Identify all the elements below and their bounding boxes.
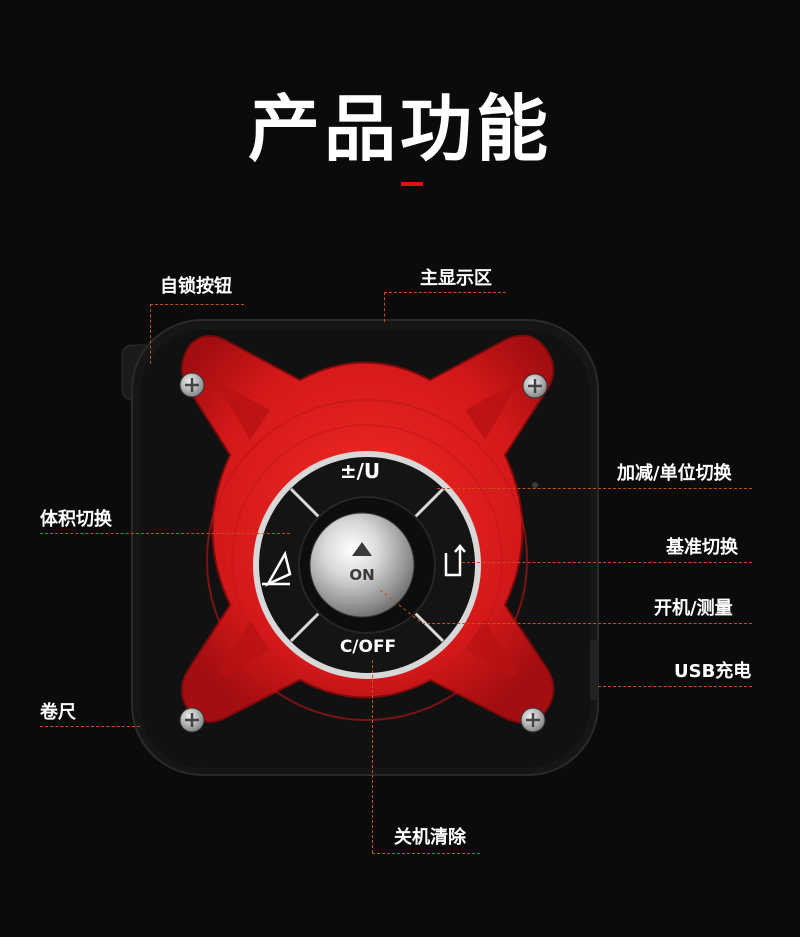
- leader-main-display-v: [384, 292, 385, 322]
- screw-bottom-left: [179, 707, 205, 733]
- power-measure-button: [309, 512, 415, 618]
- leader-tape: [40, 726, 140, 727]
- triangle-up-icon: [352, 542, 372, 556]
- leader-off-clear-v: [372, 660, 373, 853]
- leader-reference-switch: [462, 562, 752, 563]
- off-clear-button-label: C/OFF: [340, 637, 396, 657]
- leader-power-measure: [422, 623, 752, 624]
- label-tape: 卷尺: [40, 702, 76, 723]
- screw-bottom-right: [520, 707, 546, 733]
- leader-lock-button-v: [150, 304, 151, 364]
- screw-top-right: [522, 373, 548, 399]
- label-power-measure: 开机/测量: [654, 598, 733, 619]
- usb-port: [590, 640, 598, 700]
- power-on-label: ON: [349, 566, 374, 584]
- leader-add-sub-unit: [437, 488, 752, 489]
- reference-icon: [444, 544, 466, 577]
- label-lock-button: 自锁按钮: [160, 276, 232, 297]
- label-volume-switch: 体积切换: [40, 509, 112, 530]
- screw-top-left: [179, 372, 205, 398]
- leader-main-display-h: [384, 292, 506, 293]
- indicator-dot: [532, 482, 538, 488]
- leader-volume-switch: [40, 533, 290, 534]
- leader-lock-button-h: [150, 304, 244, 305]
- volume-icon: [262, 550, 292, 587]
- label-reference-switch: 基准切换: [666, 537, 738, 558]
- leader-usb-charge: [598, 686, 752, 687]
- label-main-display: 主显示区: [420, 268, 492, 289]
- leader-off-clear-h: [372, 853, 480, 854]
- page-title: 产品功能: [247, 87, 552, 171]
- title-accent-bar: [401, 182, 423, 186]
- label-off-clear: 关机清除: [394, 827, 466, 848]
- label-usb-charge: USB充电: [674, 661, 752, 682]
- label-add-sub-unit: 加减/单位切换: [617, 463, 732, 484]
- add-sub-unit-button-label: ±/U: [340, 459, 380, 483]
